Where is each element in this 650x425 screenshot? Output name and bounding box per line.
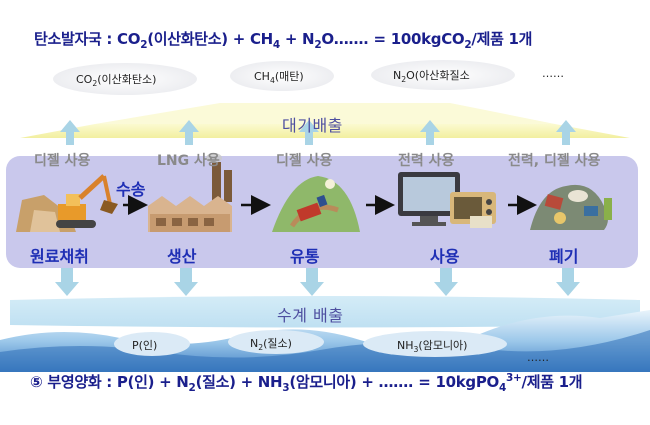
air-emission-band	[20, 124, 630, 138]
distribution-icon	[272, 176, 360, 232]
title-part: /제품 1개	[471, 30, 533, 48]
footer-sub: 4	[498, 382, 506, 394]
down-arrow-3	[300, 268, 324, 296]
energy-label-5: 전력, 디젤 사용	[508, 153, 601, 169]
water-wave-deep	[0, 330, 650, 372]
gas-label-etc: ……	[542, 67, 564, 80]
factory-icon	[148, 153, 232, 232]
footer-part: /제품 1개	[521, 373, 583, 391]
substance-label-p: P(인)	[132, 339, 158, 352]
footer-part: (질소) + NH	[195, 373, 283, 391]
stage-label-extraction: 원료채취	[30, 247, 89, 266]
appliances-icon	[398, 172, 496, 228]
footer-sub: 2	[188, 382, 196, 394]
gas-label-n2o: N2O(아산화질소	[393, 69, 470, 85]
bubble-n2	[228, 330, 324, 354]
substance-label-nh3: NH3(암모니아)	[397, 339, 468, 355]
title-part: O……. = 100kgCO	[321, 30, 465, 48]
up-arrow-1	[60, 120, 80, 145]
substance-label-etc: ……	[527, 351, 549, 364]
title-part: 탄소발자국 : CO	[34, 30, 141, 48]
title-sub: 4	[272, 39, 280, 51]
gas-clouds	[53, 60, 515, 95]
title-sub: 2	[314, 39, 322, 51]
bubble-nh3	[363, 331, 507, 357]
footer-sup: 3+	[506, 372, 522, 384]
up-arrow-5	[556, 120, 576, 145]
footer-sub: 3	[282, 382, 290, 394]
footer-part: ⑤ 부영양화 : P(인) + N	[30, 373, 189, 391]
gas-label-ch4: CH4(매탄)	[254, 70, 304, 86]
cloud-n2o	[371, 60, 515, 90]
title-sub: 2	[140, 39, 148, 51]
gas-label-co2: CO2(이산화탄소)	[76, 73, 157, 89]
down-arrow-5	[556, 268, 580, 296]
air-emission-label: 대기배출	[282, 116, 343, 135]
stage-label-disposal: 폐기	[549, 247, 579, 266]
stage-label-distribution: 유통	[290, 247, 320, 266]
stage-label-use: 사용	[430, 247, 460, 266]
title-sub: 2	[464, 39, 472, 51]
energy-label-1: 디젤 사용	[34, 153, 91, 169]
bubble-p	[114, 332, 190, 356]
energy-label-3: 디젤 사용	[276, 153, 333, 169]
cloud-co2	[53, 63, 197, 95]
title-part: + N	[279, 30, 315, 48]
air-emission-band-top	[95, 103, 555, 124]
water-arrows	[55, 268, 580, 296]
energy-label-2: LNG 사용	[157, 153, 220, 169]
title-part: (이산화탄소) + CH	[147, 30, 273, 48]
down-arrow-1	[55, 268, 79, 296]
footer-part: (암모니아) + ……. = 10kgPO	[289, 373, 499, 391]
water-emission-label: 수계 배출	[277, 306, 344, 325]
water-bubbles	[114, 330, 507, 357]
carbon-footprint-title: 탄소발자국 : CO2(이산화탄소) + CH4 + N2O……. = 100k…	[34, 28, 532, 51]
up-arrow-3	[299, 120, 319, 145]
up-arrow-4	[420, 120, 440, 145]
stage-label-production: 생산	[167, 247, 197, 266]
excavator-icon	[16, 174, 118, 232]
water-emission-band	[10, 296, 640, 328]
up-arrow-2	[179, 120, 199, 145]
down-arrow-4	[434, 268, 458, 296]
down-arrow-2	[174, 268, 198, 296]
waste-icon	[530, 184, 612, 230]
cloud-ch4	[230, 61, 334, 91]
substance-label-n2: N2(질소)	[250, 337, 292, 353]
eutrophication-footer: ⑤ 부영양화 : P(인) + N2(질소) + NH3(암모니아) + …….…	[30, 371, 583, 394]
energy-label-4: 전력 사용	[398, 153, 455, 169]
transport-label: 수송	[116, 180, 146, 199]
air-arrows	[60, 120, 576, 145]
